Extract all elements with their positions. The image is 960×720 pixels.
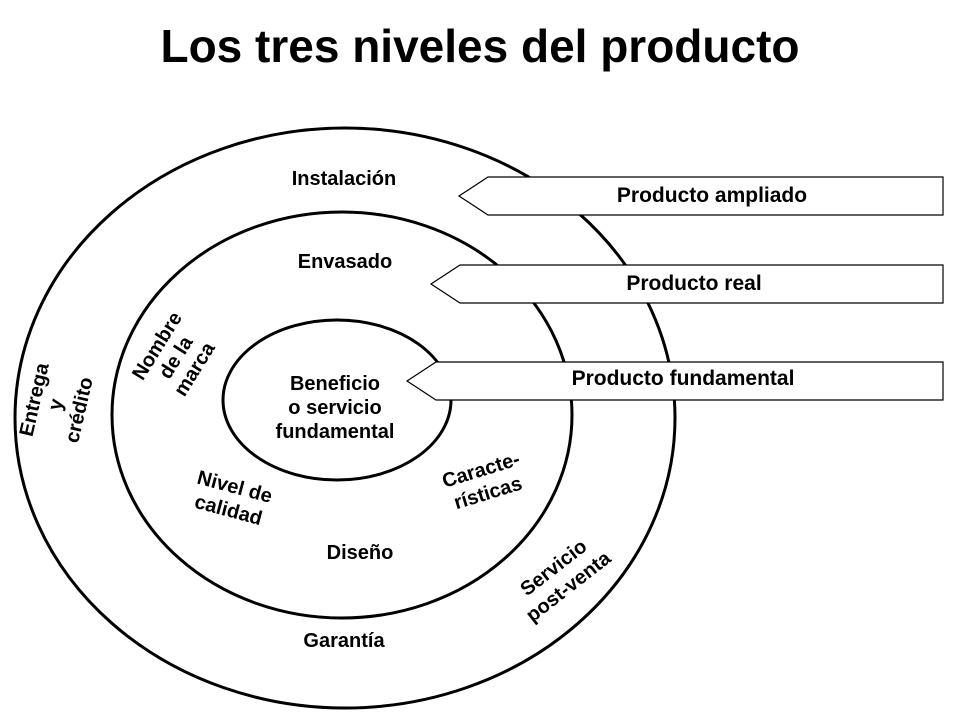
core-line-3: fundamental: [276, 421, 395, 443]
delivery-line-2: y: [44, 396, 68, 413]
ring-real-product: [110, 210, 574, 620]
core-line-1: Beneficio: [290, 373, 380, 395]
callout-real-product: Producto real: [429, 264, 944, 304]
label-envasado: Envasado: [298, 251, 392, 273]
core-benefit-label: Beneficio o servicio fundamental: [276, 373, 395, 443]
page-title: Los tres niveles del producto: [160, 20, 799, 72]
ring-augmented-product: [13, 126, 677, 710]
label-diseno: Diseño: [327, 542, 394, 564]
callout-augmented-label: Producto ampliado: [617, 184, 807, 207]
callout-core-product: Producto fundamental: [405, 361, 944, 401]
callout-augmented-product: Producto ampliado: [457, 176, 944, 216]
callout-real-label: Producto real: [626, 272, 761, 295]
label-garantia: Garantía: [303, 630, 385, 652]
label-after-sales-service: Servicio post-venta: [516, 535, 616, 626]
label-brand-name: Nombre de la marca: [128, 308, 220, 400]
label-quality-level: Nivel de calidad: [192, 467, 274, 530]
callout-core-label: Producto fundamental: [572, 367, 795, 390]
label-features: Caracte- rísticas: [440, 448, 525, 514]
label-instalacion: Instalación: [292, 168, 396, 190]
delivery-line-3: crédito: [61, 375, 97, 445]
core-line-2: o servicio: [288, 397, 381, 419]
label-delivery-credit: Entrega y crédito: [16, 360, 98, 445]
